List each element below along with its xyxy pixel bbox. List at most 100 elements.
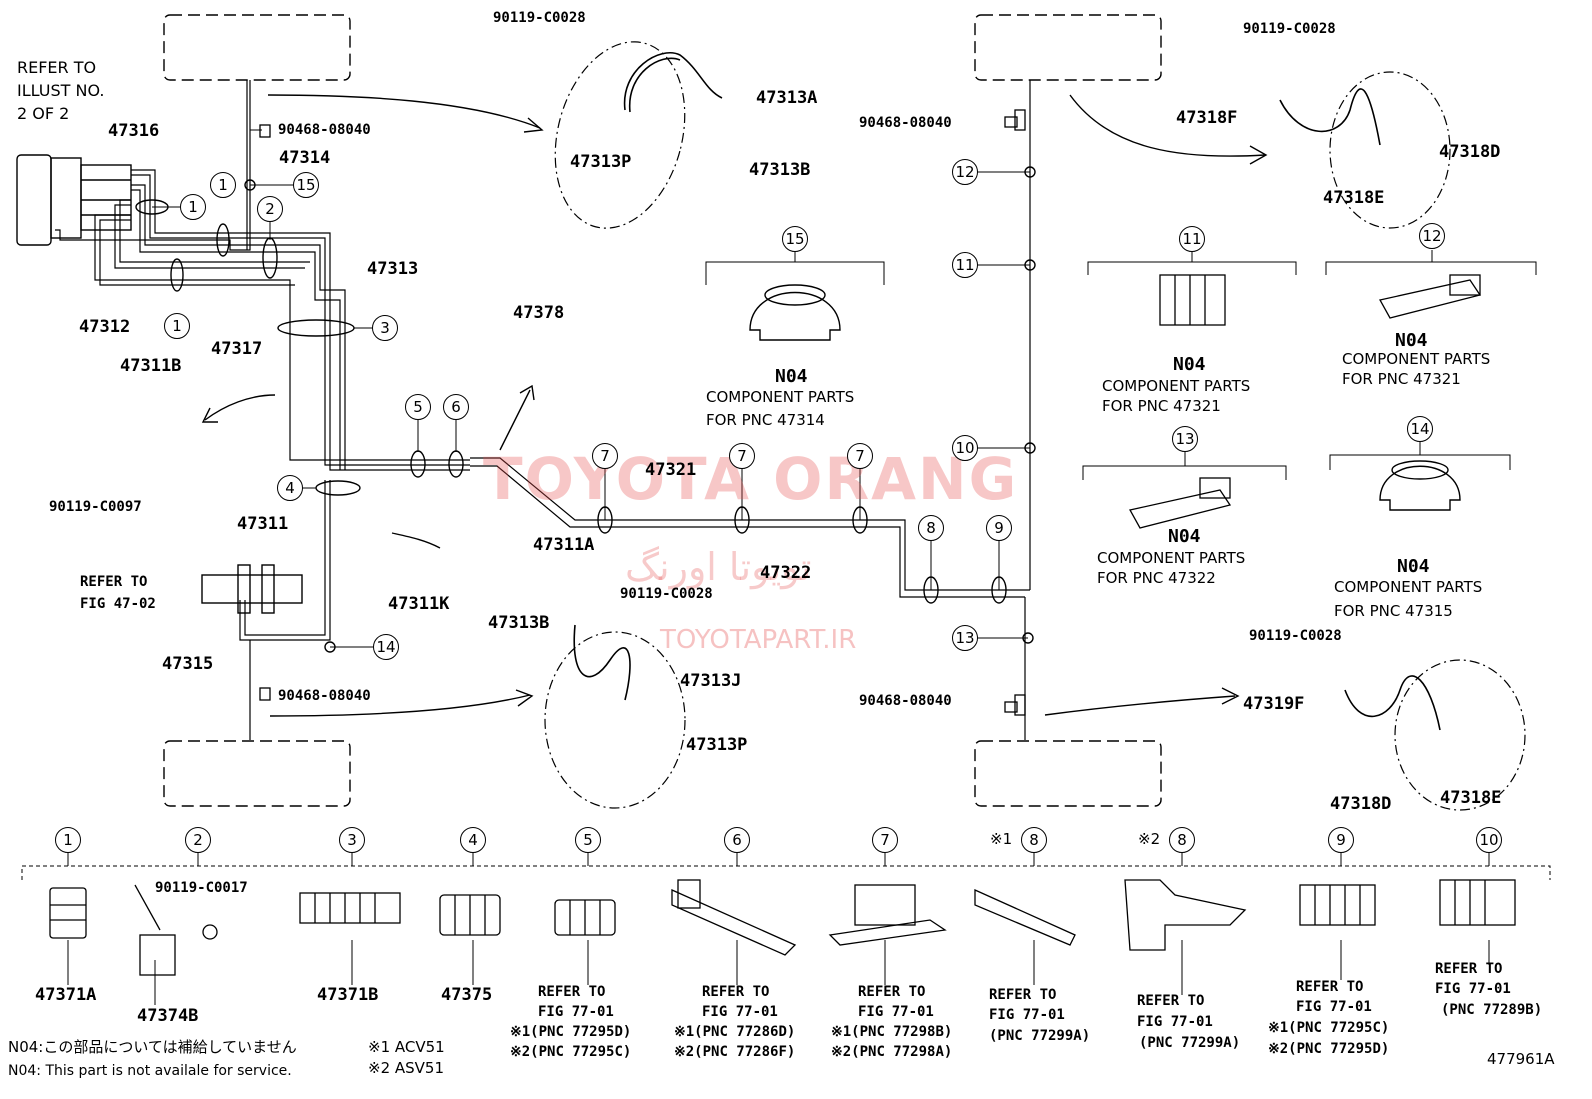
abs-actuator [16, 154, 132, 246]
callout-6: 6 [443, 394, 469, 420]
ref7-l1: REFER TO [858, 984, 926, 1000]
flex-hoses [573, 52, 1441, 731]
ref9-l4: ※2(PNC 77295D) [1268, 1041, 1390, 1057]
bottom-num-7: 7 [872, 827, 898, 853]
clamp-2 [262, 237, 278, 279]
callout-11-header: 11 [1179, 226, 1205, 252]
wheel-box-rear-left [163, 740, 351, 807]
ref5-l1: REFER TO [538, 984, 606, 1000]
wheel-box-front-right [974, 14, 1162, 81]
callout-3: 3 [372, 315, 398, 341]
cp-47321a: COMPONENT PARTS [1102, 377, 1251, 395]
refer-fig-47-02-line1: REFER TO [80, 574, 148, 590]
ref9-l2: FIG 77-01 [1296, 999, 1372, 1015]
ref9-l1: REFER TO [1296, 979, 1364, 995]
clamp-5 [410, 450, 426, 478]
ref8a-l2: FIG 77-01 [989, 1007, 1065, 1023]
label-47313: 47313 [367, 259, 419, 279]
bottom-num-5: 5 [575, 827, 601, 853]
ref10-l2: FIG 77-01 [1435, 981, 1511, 997]
label-90468-right-top: 90468-08040 [859, 115, 952, 131]
callout-1-a: 1 [180, 194, 206, 220]
callout-12-header: 12 [1419, 223, 1445, 249]
callout-8: 8 [918, 515, 944, 541]
bottom-part-90119-c0017: 90119-C0017 [155, 880, 248, 896]
ref7-l4: ※2(PNC 77298A) [831, 1044, 953, 1060]
bottom-num-1: 1 [55, 827, 81, 853]
label-47311a: 47311A [533, 535, 595, 555]
callout-7-c: 7 [847, 443, 873, 469]
cp-47321b: COMPONENT PARTS [1342, 350, 1491, 368]
ref7-l3: ※1(PNC 77298B) [831, 1024, 953, 1040]
ref6-l1: REFER TO [702, 984, 770, 1000]
label-90119-c0028-top: 90119-C0028 [493, 10, 586, 26]
clamp-6 [448, 450, 464, 478]
label-47314: 47314 [279, 148, 331, 168]
cp-47315: COMPONENT PARTS [1334, 578, 1483, 596]
callout-1-c: 1 [164, 313, 190, 339]
label-90119-c0028-br: 90119-C0028 [1249, 628, 1342, 644]
label-47318f: 47318F [1176, 108, 1238, 128]
cp-47322: COMPONENT PARTS [1097, 549, 1246, 567]
bottom-num-10: 10 [1476, 827, 1502, 853]
brake-line-bundle [55, 80, 1031, 740]
label-90468-right-bot: 90468-08040 [859, 693, 952, 709]
label-47313p-bot: 47313P [686, 735, 748, 755]
ref8b-l3: (PNC 77299A) [1139, 1035, 1241, 1051]
label-47378: 47378 [513, 303, 565, 323]
n04-47321a: N04 [1173, 354, 1206, 375]
pnc-47321a: FOR PNC 47321 [1102, 397, 1221, 415]
ref7-l2: FIG 77-01 [858, 1004, 934, 1020]
clamp-1b [216, 223, 230, 257]
label-47318e-bot: 47318E [1440, 788, 1502, 808]
callout-7-b: 7 [729, 443, 755, 469]
callout-15-header: 15 [782, 226, 808, 252]
label-47316: 47316 [108, 121, 160, 141]
label-90119-c0028-tr: 90119-C0028 [1243, 21, 1336, 37]
label-47313b-mid: 47313B [488, 613, 550, 633]
label-47313p-top: 47313P [570, 152, 632, 172]
ref6-l4: ※2(PNC 77286F) [674, 1044, 796, 1060]
bottom-part-47375: 47375 [441, 985, 493, 1005]
callout-7-a: 7 [592, 443, 618, 469]
ref10-l1: REFER TO [1435, 961, 1503, 977]
callout-13: 13 [952, 625, 978, 651]
master-cylinder [201, 564, 303, 614]
label-47313j: 47313J [680, 671, 742, 691]
ref6-l2: FIG 77-01 [702, 1004, 778, 1020]
label-47315: 47315 [162, 654, 214, 674]
bottom-prefix-8a: ※1 [990, 830, 1013, 848]
pnc-47321b: FOR PNC 47321 [1342, 370, 1461, 388]
label-47313b-top: 47313B [749, 160, 811, 180]
callout-14-header: 14 [1407, 416, 1433, 442]
callout-10: 10 [952, 435, 978, 461]
label-47322: 47322 [760, 563, 812, 583]
label-47318e-top: 47318E [1323, 188, 1385, 208]
ref5-l4: ※2(PNC 77295C) [510, 1044, 632, 1060]
label-47321: 47321 [645, 460, 697, 480]
footer-en-note: N04: This part is not availale for servi… [8, 1063, 292, 1079]
grommets [749, 284, 1461, 511]
arrows [201, 94, 1268, 717]
label-47318d-top: 47318D [1439, 142, 1501, 162]
callout-4: 4 [277, 475, 303, 501]
callout-15: 15 [293, 172, 319, 198]
bottom-prefix-8b: ※2 [1138, 830, 1161, 848]
ref10-l3: (PNC 77289B) [1441, 1002, 1543, 1018]
footer-code: 477961A [1487, 1050, 1555, 1068]
callout-1-b: 1 [210, 172, 236, 198]
ref5-l2: FIG 77-01 [538, 1004, 614, 1020]
ref6-l3: ※1(PNC 77286D) [674, 1024, 796, 1040]
cp-47314: COMPONENT PARTS [706, 388, 855, 406]
refer-illust-line2: ILLUST NO. [17, 81, 105, 100]
bottom-part-47371b: 47371B [317, 985, 379, 1005]
callout-11: 11 [952, 252, 978, 278]
bottom-num-9: 9 [1328, 827, 1354, 853]
bottom-num-8a: 8 [1021, 827, 1047, 853]
pnc-47314: FOR PNC 47314 [706, 411, 825, 429]
label-47311: 47311 [237, 514, 289, 534]
label-47311k: 47311K [388, 594, 450, 614]
ref8a-l3: (PNC 77299A) [989, 1028, 1091, 1044]
